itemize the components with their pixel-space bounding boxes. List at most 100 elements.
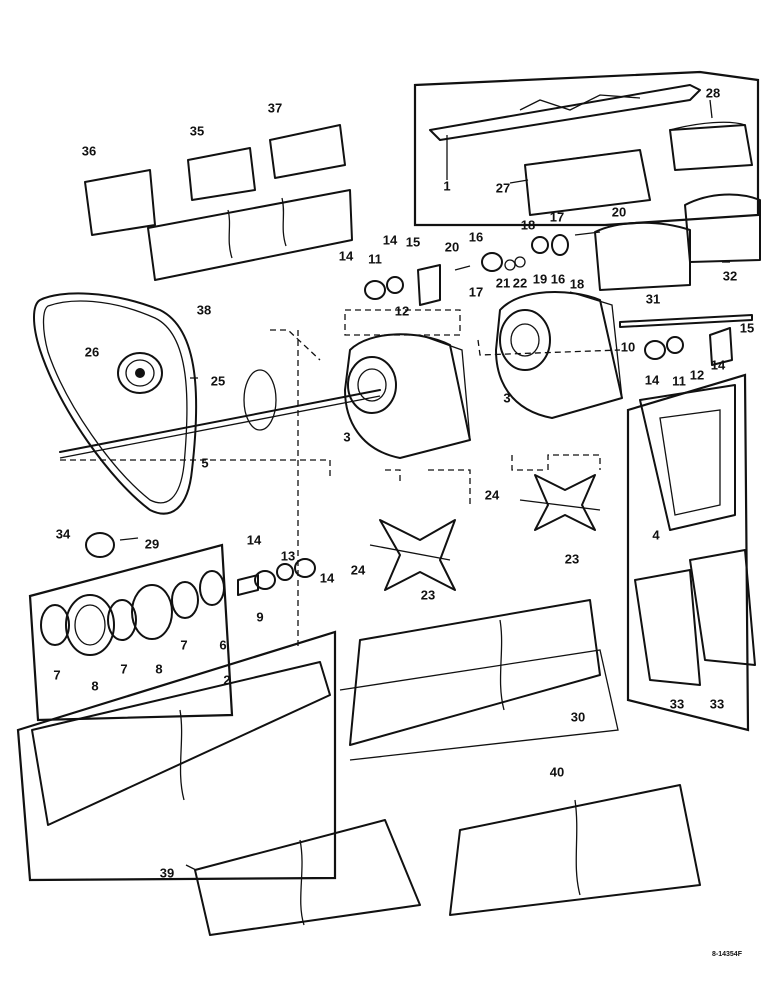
callout-24b: 24 — [484, 487, 500, 503]
fan-housing-right — [495, 291, 623, 419]
callout-12a: 12 — [394, 303, 410, 319]
callout-1: 1 — [443, 178, 451, 194]
bearing-14a — [364, 280, 386, 300]
box-33a — [634, 569, 701, 686]
callout-18b: 18 — [569, 276, 585, 292]
callout-31: 31 — [645, 291, 661, 307]
cover-28 — [669, 124, 753, 171]
callout-21: 21 — [495, 275, 511, 291]
callout-2: 2 — [223, 672, 231, 688]
hub-6 — [199, 570, 225, 606]
callout-8b: 8 — [155, 661, 163, 677]
callout-17a: 17 — [468, 284, 484, 300]
callout-23a: 23 — [420, 587, 436, 603]
callout-30: 30 — [570, 709, 586, 725]
callout-28: 28 — [705, 85, 721, 101]
callout-20b: 20 — [611, 204, 627, 220]
disk-7b — [107, 599, 137, 641]
panel-center-cut — [339, 649, 619, 761]
bar-10 — [619, 314, 753, 328]
washer-21 — [504, 259, 516, 271]
box-33b — [689, 549, 756, 666]
shield-31 — [594, 221, 691, 291]
box-35 — [187, 147, 256, 201]
callout-27: 27 — [495, 180, 511, 196]
callout-3a: 3 — [343, 429, 351, 445]
sheave-8a — [65, 594, 115, 656]
callout-11a: 11 — [368, 251, 382, 267]
callout-7c: 7 — [180, 637, 188, 653]
pulley-26 — [117, 352, 163, 394]
callout-13: 13 — [280, 548, 296, 564]
panel-right-bracket — [626, 373, 750, 732]
hub-34 — [85, 532, 115, 558]
callout-4: 4 — [652, 527, 660, 543]
shield-39 — [194, 819, 421, 936]
callout-16b: 16 — [550, 271, 566, 287]
callout-14d: 14 — [710, 357, 726, 373]
channel-38 — [147, 189, 353, 281]
disk-7a — [40, 604, 70, 646]
hopper-4 — [639, 384, 736, 531]
bearing-11a — [386, 276, 404, 294]
rotor-left — [379, 519, 456, 591]
callout-26: 26 — [84, 344, 100, 360]
box-37 — [269, 124, 346, 179]
callout-24a: 24 — [350, 562, 366, 578]
callout-3b: 3 — [503, 390, 511, 406]
bearing-11b — [666, 336, 684, 354]
cover-27 — [524, 149, 651, 216]
callout-14a: 14 — [338, 248, 354, 264]
washer-22 — [514, 256, 526, 268]
callout-16a: 16 — [468, 229, 484, 245]
cover-1 — [429, 84, 701, 141]
callout-17b: 17 — [549, 209, 565, 225]
callout-14b: 14 — [382, 232, 398, 248]
shield-40 — [449, 784, 701, 916]
callout-12b: 12 — [689, 367, 705, 383]
hub-19 — [531, 236, 549, 254]
panel-pulley-set — [28, 543, 234, 722]
bearing-14b — [644, 340, 666, 360]
callout-38: 38 — [196, 302, 212, 318]
flange-15a — [417, 264, 441, 306]
callout-19: 19 — [532, 271, 548, 287]
callout-36: 36 — [81, 143, 97, 159]
callout-14c: 14 — [644, 372, 660, 388]
callout-34: 34 — [55, 526, 71, 542]
callout-37: 37 — [267, 100, 283, 116]
callout-14f: 14 — [319, 570, 335, 586]
box-36 — [84, 169, 156, 236]
shield-2 — [31, 661, 331, 826]
shaft-5 — [59, 389, 381, 453]
callout-15a: 15 — [405, 234, 421, 250]
callout-22: 22 — [512, 275, 528, 291]
bearing-13 — [276, 563, 294, 581]
callout-6: 6 — [219, 637, 227, 653]
flange-15b — [709, 327, 733, 366]
panel-top-right — [413, 70, 760, 227]
belt-25 — [33, 292, 198, 515]
shield-32 — [684, 193, 761, 263]
callout-33a: 33 — [669, 696, 685, 712]
callout-20a: 20 — [444, 239, 460, 255]
callout-10: 10 — [620, 339, 636, 355]
rotor-right — [534, 474, 596, 531]
callout-29: 29 — [144, 536, 160, 552]
bearing-16b — [551, 234, 569, 256]
hub-16a — [481, 252, 503, 272]
disk-7c — [171, 581, 199, 619]
callout-32: 32 — [722, 268, 738, 284]
callout-15b: 15 — [739, 320, 755, 336]
callout-39: 39 — [159, 865, 175, 881]
callout-18a: 18 — [520, 217, 536, 233]
callout-33b: 33 — [709, 696, 725, 712]
shield-30 — [349, 599, 601, 746]
callout-23b: 23 — [564, 551, 580, 567]
callout-11b: 11 — [672, 373, 686, 389]
callout-25: 25 — [210, 373, 226, 389]
fan-housing-left — [344, 333, 471, 459]
bearing-14c — [254, 570, 276, 590]
